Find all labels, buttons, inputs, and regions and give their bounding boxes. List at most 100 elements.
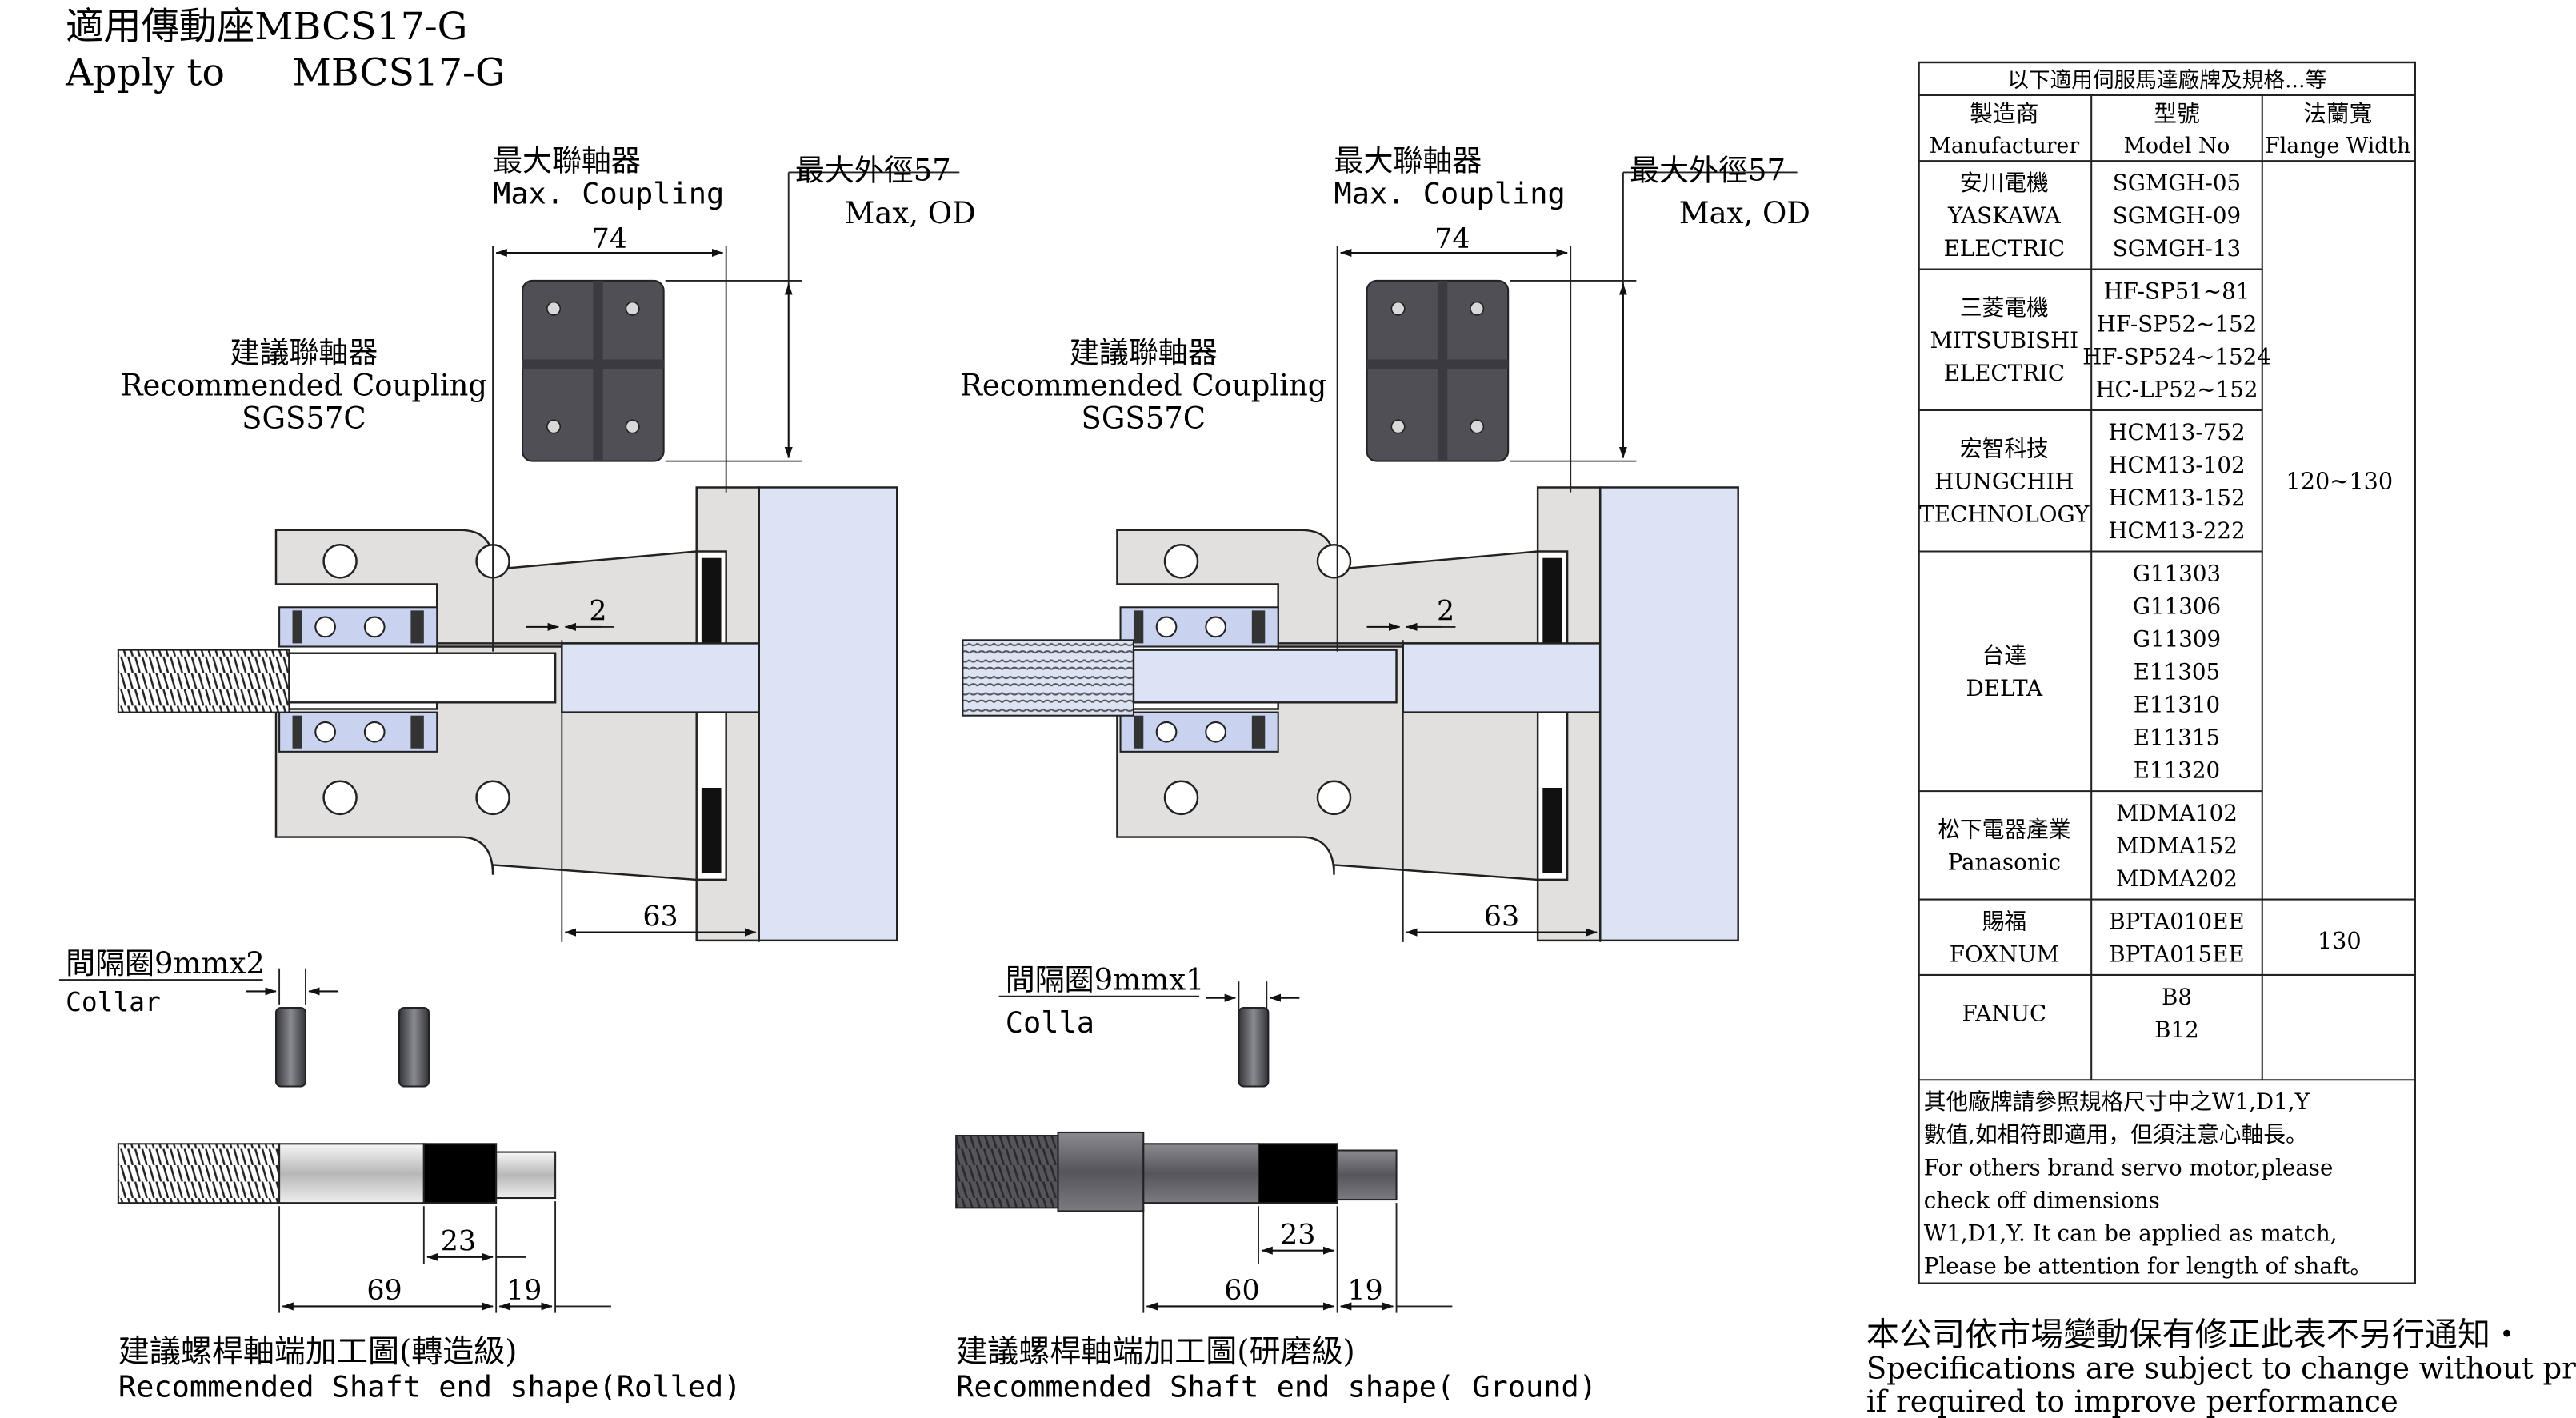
header-manufacturer-en: Manufacturer xyxy=(1930,134,2080,158)
model-cell: HF-SP51~81 xyxy=(2104,278,2250,304)
rolled-screw-shaft xyxy=(288,652,557,704)
shaft-tip xyxy=(1336,1149,1398,1201)
dim-shaft-length: 63 xyxy=(1484,901,1519,933)
model-cell: G11303 xyxy=(2133,560,2221,586)
manufacturer-cell: 安川電機 xyxy=(1960,170,2049,196)
manufacturer-cell: DELTA xyxy=(1966,675,2044,701)
max-coupling-label-en: Max. Coupling xyxy=(1334,176,1566,210)
manufacturer-cell: 賜福 xyxy=(1982,908,2026,934)
caption-cn: 建議螺桿軸端加工圖(轉造級) xyxy=(118,1334,518,1370)
dim-shaft-length: 63 xyxy=(642,901,678,933)
model-cell: SGMGH-09 xyxy=(2113,202,2241,229)
shaft-body xyxy=(278,1143,425,1204)
caption-en: Recommended Shaft end shape(Rolled) xyxy=(118,1369,742,1404)
rolled-screw-thread xyxy=(117,649,290,713)
shaft-collar-step xyxy=(1057,1131,1145,1212)
rec-coupling-model: SGS57C xyxy=(1082,401,1206,436)
header-model-en: Model No xyxy=(2124,134,2230,158)
shaft-keyway xyxy=(422,1143,498,1204)
header-flange-en: Flange Width xyxy=(2265,134,2410,158)
collar-rolled: 間隔圈9mmx2 Collar xyxy=(58,946,430,1088)
model-cell: MDMA152 xyxy=(2116,833,2238,859)
table-caption: 以下適用伺服馬達廠牌及規格...等 xyxy=(2007,68,2326,93)
rec-coupling-label-en: Recommended Coupling xyxy=(960,369,1326,403)
collar-ground: 間隔圈9mmx1 Colla xyxy=(998,962,1300,1088)
header-flange-cn: 法蘭寬 xyxy=(2303,100,2372,127)
model-cell: B12 xyxy=(2154,1017,2199,1043)
model-cell: HF-SP52~152 xyxy=(2097,311,2258,338)
manufacturer-cell: FOXNUM xyxy=(1950,941,2059,968)
model-cell: MDMA102 xyxy=(2116,800,2238,826)
apply-to-model: MBCS17-G xyxy=(293,51,506,95)
table-grid xyxy=(1918,268,2415,976)
table-rows: SGMGH-05SGMGH-09SGMGH-13安川電機YASKAWAELECT… xyxy=(1919,170,2271,1043)
model-cell: E11305 xyxy=(2134,659,2220,685)
ground-screw-thread xyxy=(962,639,1134,717)
shaft-body xyxy=(1142,1143,1260,1204)
max-od-label-cn: 最大外徑57 xyxy=(795,154,951,188)
manufacturer-cell: FANUC xyxy=(1962,1000,2047,1026)
rec-coupling-label-en: Recommended Coupling xyxy=(121,369,487,403)
model-cell: G11309 xyxy=(2133,626,2221,653)
dim-thread-length: 60 xyxy=(1224,1275,1259,1307)
model-cell: HCM13-752 xyxy=(2108,419,2245,445)
dim-gap: 2 xyxy=(589,596,606,628)
shaft-end-rolled: 23 69 19 建議螺桿軸端加工圖(轉造級) Recommended Shaf… xyxy=(117,1143,742,1404)
note-line: 數值,如相符即適用，但須注意心軸長。 xyxy=(1924,1121,2308,1148)
note-line: W1,D1,Y. It can be applied as match, xyxy=(1924,1220,2338,1246)
note-line: check off dimensions xyxy=(1924,1187,2160,1213)
manufacturer-cell: MITSUBISHI xyxy=(1930,327,2079,354)
flange-width-b: 130 xyxy=(2318,927,2362,954)
assembly-ground: 74 2 63 最大聯軸器 Max. Coupling 最大外徑57 Max, … xyxy=(960,143,1810,942)
collar-ring xyxy=(1238,1006,1270,1088)
manufacturer-cell: 松下電器產業 xyxy=(1938,817,2070,843)
dim-coupling-length: 74 xyxy=(592,223,627,255)
model-cell: HCM13-152 xyxy=(2108,485,2245,511)
caption-cn: 建議螺桿軸端加工圖(研磨級) xyxy=(956,1334,1355,1370)
model-cell: B8 xyxy=(2162,984,2192,1010)
manufacturer-cell: ELECTRIC xyxy=(1944,360,2066,386)
header-title: 適用傳動座MBCS17-G xyxy=(66,5,467,49)
model-cell: HF-SP524~1524 xyxy=(2082,344,2271,370)
ground-screw-shaft xyxy=(1132,649,1398,704)
collar-ring xyxy=(398,1006,430,1088)
model-cell: HCM13-222 xyxy=(2108,517,2245,544)
max-coupling-image xyxy=(522,279,665,462)
model-cell: SGMGH-13 xyxy=(2113,235,2241,262)
housing-section xyxy=(1116,486,1739,942)
manufacturer-cell: Panasonic xyxy=(1948,849,2061,876)
dim-thread-length: 69 xyxy=(366,1275,402,1307)
table-notes: 其他廠牌請參照規格尺寸中之W1,D1,Y 數值,如相符即適用，但須注意心軸長。 Fo… xyxy=(1924,1088,2372,1279)
model-cell: HC-LP52~152 xyxy=(2095,377,2258,403)
collar-ring xyxy=(274,1006,306,1088)
dim-gap: 2 xyxy=(1437,596,1454,628)
max-od-label-en: Max, OD xyxy=(1679,196,1810,230)
footer-notice-cn: 本公司依市場變動保有修正此表不另行通知・ xyxy=(1866,1316,2523,1354)
servo-motor-table: 以下適用伺服馬達廠牌及規格...等 製造商 Manufacturer 型號 Mo… xyxy=(1918,61,2416,1284)
manufacturer-cell: HUNGCHIH xyxy=(1934,469,2074,495)
max-coupling-image xyxy=(1366,279,1510,462)
manufacturer-cell: 宏智科技 xyxy=(1960,435,2049,461)
rec-coupling-label-cn: 建議聯軸器 xyxy=(1070,336,1218,370)
max-od-label-cn: 最大外徑57 xyxy=(1630,154,1786,188)
model-cell: E11310 xyxy=(2134,692,2220,718)
shaft-keyway xyxy=(1258,1143,1338,1204)
flange-width-a: 120~130 xyxy=(2286,468,2393,495)
note-line: For others brand servo motor,please xyxy=(1924,1154,2334,1180)
shaft-thread xyxy=(955,1135,1059,1209)
note-line: 其他廠牌請參照規格尺寸中之W1,D1,Y xyxy=(1924,1088,2310,1115)
note-line: Please be attention for length of shaft。 xyxy=(1924,1252,2372,1279)
header-manufacturer-cn: 製造商 xyxy=(1970,100,2038,127)
model-cell: E11315 xyxy=(2134,725,2220,751)
model-cell: E11320 xyxy=(2134,757,2220,784)
collar-label-cn: 間隔圈9mmx2 xyxy=(66,946,265,981)
max-od-label-en: Max, OD xyxy=(845,196,976,230)
assembly-rolled: 74 2 63 最大聯軸器 Max. Coupling 最大外徑57 Max, … xyxy=(117,143,976,942)
model-cell: BPTA010EE xyxy=(2109,908,2244,934)
collar-label-cn: 間隔圈9mmx1 xyxy=(1006,962,1205,997)
apply-to-label: Apply to xyxy=(65,51,225,95)
header-model-cn: 型號 xyxy=(2154,100,2199,127)
dim-key-length: 23 xyxy=(441,1226,476,1258)
manufacturer-cell: YASKAWA xyxy=(1947,202,2062,229)
